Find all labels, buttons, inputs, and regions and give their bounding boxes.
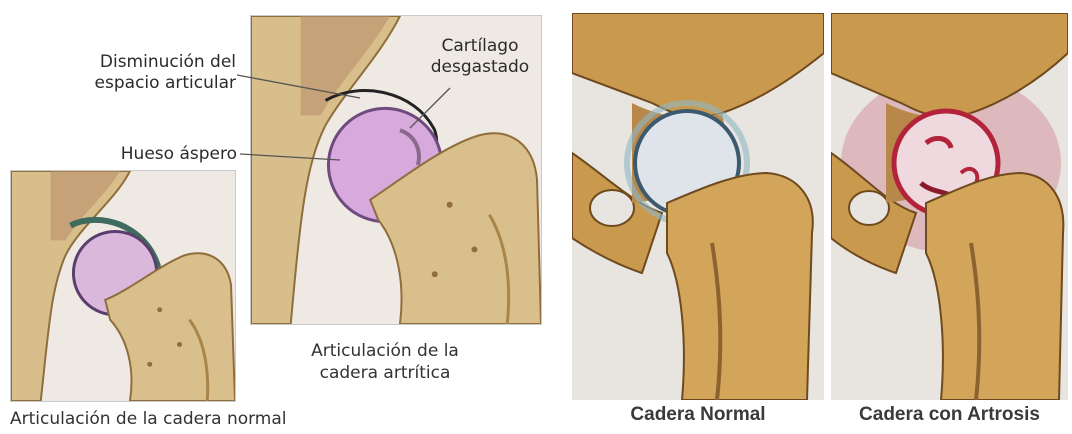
arthritic-joint-caption: Articulación de la cadera artrítica (300, 340, 470, 384)
normal-hip-drawing (11, 171, 235, 401)
arthrosis-hip-painting-drawing (831, 13, 1068, 400)
rough-bone-label: Hueso áspero (100, 144, 237, 165)
normal-hip-illustration (10, 170, 236, 402)
normal-joint-caption: Articulación de la cadera normal (10, 408, 350, 430)
arthrosis-hip-caption: Cadera con Artrosis (831, 404, 1068, 426)
normal-hip-caption: Cadera Normal (572, 404, 824, 426)
arthrosis-hip-painting (831, 13, 1068, 400)
joint-space-label: Disminución del espacio articular (60, 52, 236, 94)
cartilage-label: Cartílago desgastado (430, 36, 530, 78)
normal-hip-painting (572, 13, 824, 400)
normal-hip-painting-drawing (572, 13, 824, 400)
